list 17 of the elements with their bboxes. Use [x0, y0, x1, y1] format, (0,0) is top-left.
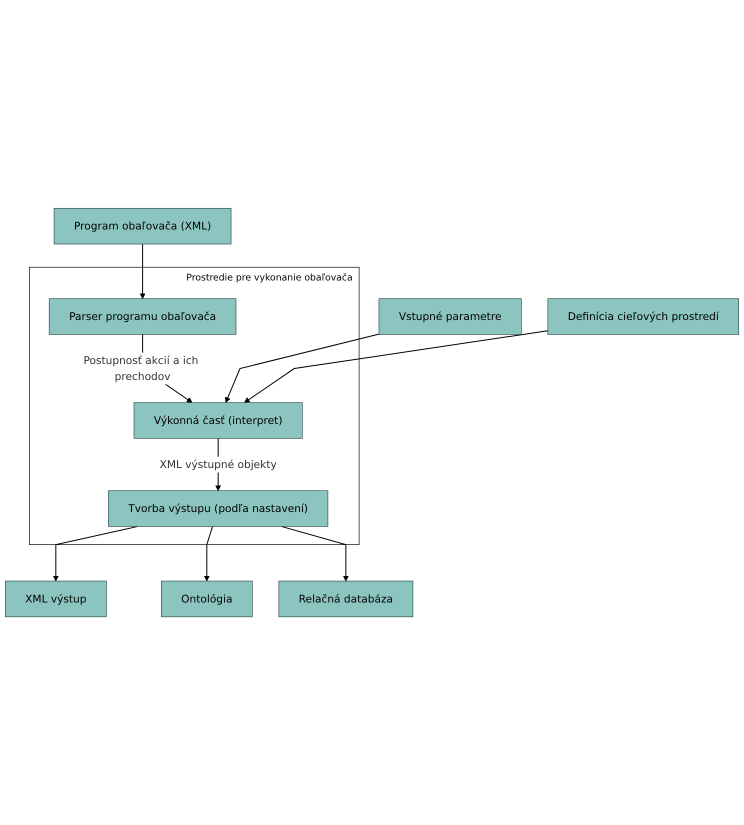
- edge-label: Postupnosť akcií a ich prechodov: [83, 354, 198, 382]
- arrow: [280, 526, 349, 582]
- node-box: Tvorba výstupu (podľa nastavení): [108, 490, 328, 527]
- node-box: Ontológia: [160, 580, 253, 618]
- node-box: Parser programu obaľovača: [48, 298, 236, 335]
- arrow: [140, 244, 146, 299]
- arrow: [225, 334, 380, 403]
- node-box: Definícia cieľových prostredí: [548, 298, 740, 335]
- node-box: Program obaľovača (XML): [54, 208, 232, 244]
- node-box: Relačná databáza: [278, 580, 414, 618]
- arrow: [244, 330, 548, 403]
- arrow: [52, 526, 138, 582]
- node-box: Vstupné parametre: [378, 298, 522, 335]
- node-box: XML výstup: [4, 580, 107, 618]
- node-box: Výkonná časť (interpret): [134, 402, 303, 439]
- edge-label: XML výstupné objekty: [160, 458, 277, 470]
- arrow: [204, 526, 214, 582]
